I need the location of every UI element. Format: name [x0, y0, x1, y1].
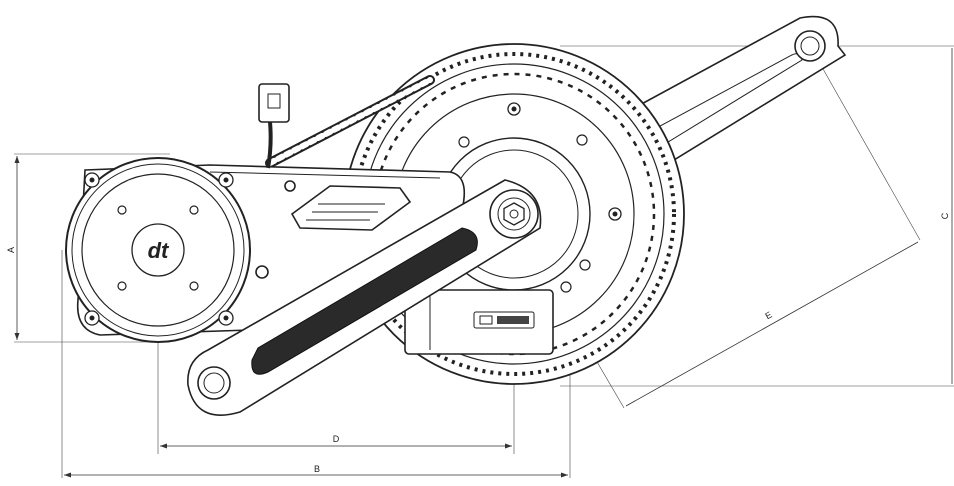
dimension-c: C [940, 48, 953, 384]
dimension-d: D [160, 434, 512, 449]
dimension-label-e: E [763, 310, 773, 322]
front-crank-arm [187, 179, 542, 416]
chain-upper-run [265, 75, 435, 168]
dimension-label-b: B [314, 464, 320, 474]
cable-connector [258, 83, 290, 169]
controller-box [404, 289, 554, 355]
dimension-label-a: A [6, 247, 16, 253]
dimension-label-c: C [940, 212, 950, 219]
dimension-a: A [6, 156, 20, 340]
motor-logo: dt [148, 238, 170, 263]
motor-end-cap: dt [65, 157, 251, 343]
dimension-e: E [625, 241, 919, 407]
dimension-label-d: D [333, 434, 340, 444]
dimension-b: B [64, 464, 568, 478]
